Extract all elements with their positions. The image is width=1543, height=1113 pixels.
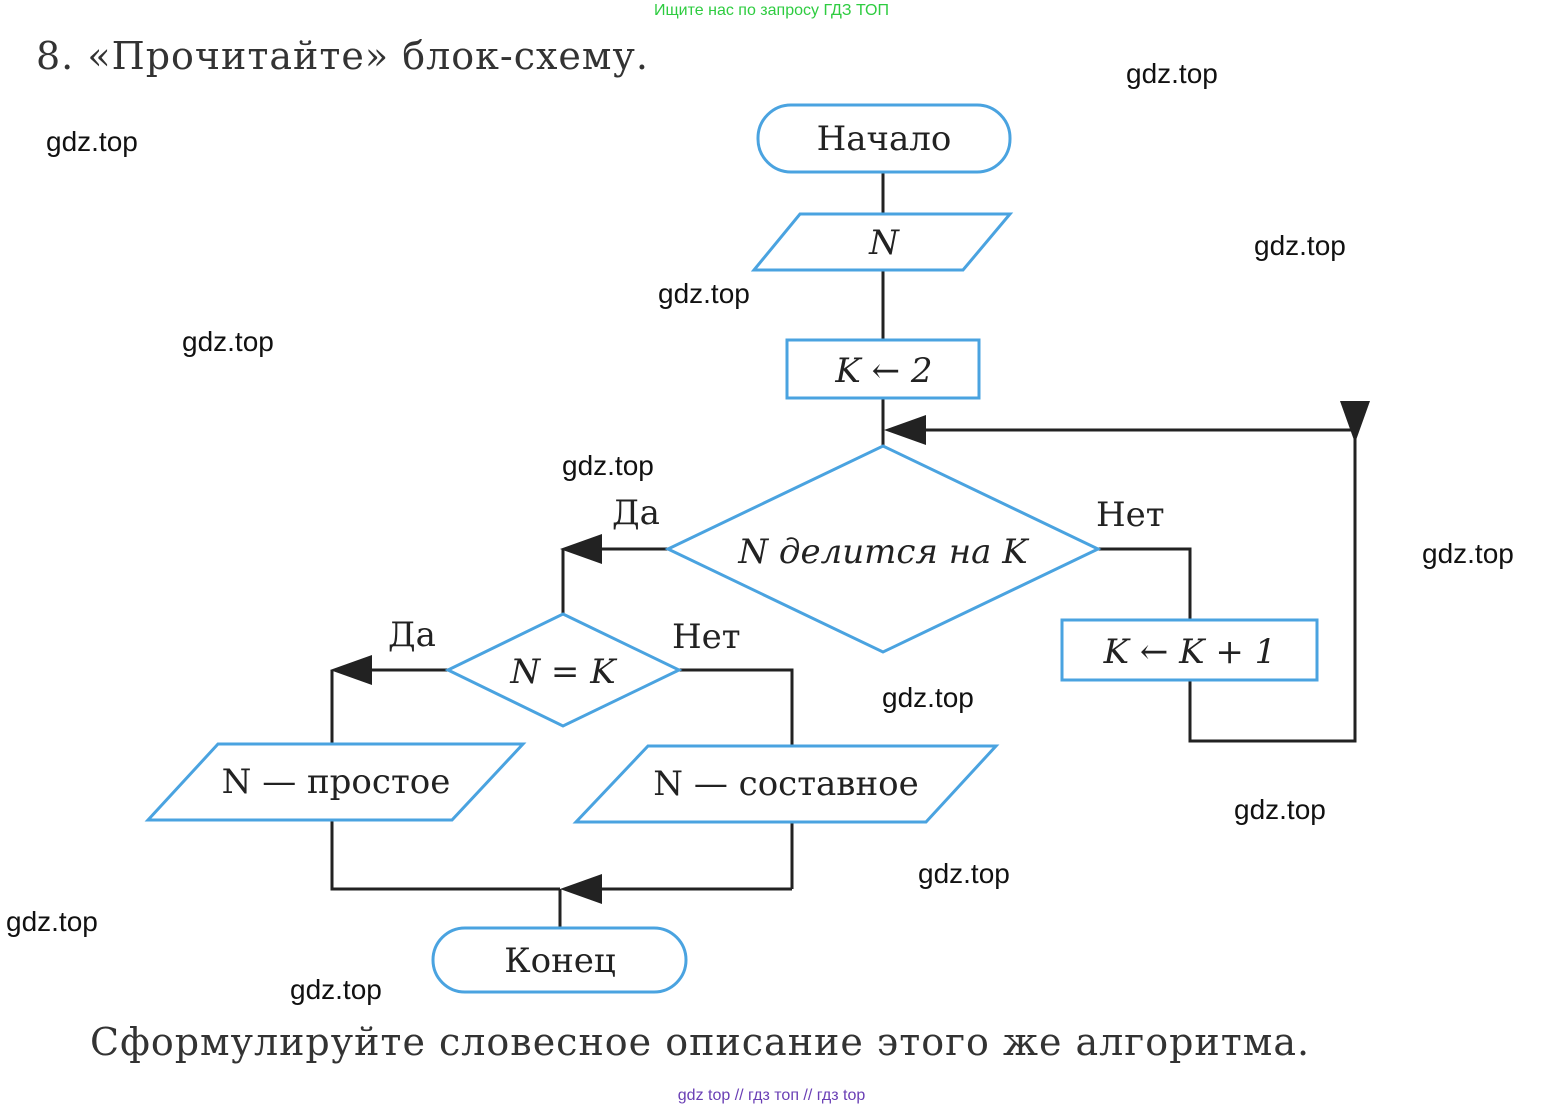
no-label-main: Нет [1096, 495, 1165, 535]
yes-label-eq: Да [388, 615, 436, 655]
top-banner[interactable]: Ищите нас по запросу ГДЗ ТОП [654, 2, 889, 19]
yes-label-main: Да [612, 493, 660, 533]
no-label-eq: Нет [672, 617, 741, 657]
watermark: gdz.top [1234, 794, 1326, 825]
footer-links[interactable]: gdz top // гдз топ // гдз top [677, 1087, 866, 1104]
output-prime-label: N — простое [222, 762, 451, 802]
question-text: Сформулируйте словесное описание этого ж… [90, 1020, 1311, 1064]
decision-divisible-label: N делится на K [737, 532, 1030, 572]
output-composite [572, 744, 1000, 824]
watermark: gdz.top [182, 326, 274, 357]
watermark: gdz.top [6, 906, 98, 937]
watermark: gdz.top [658, 278, 750, 309]
output-composite-label: N — составное [653, 764, 918, 804]
watermark: gdz.top [1254, 230, 1346, 261]
output-prime [144, 742, 527, 822]
watermark: gdz.top [562, 450, 654, 481]
end-label: Конец [504, 941, 615, 981]
start-label: Начало [817, 119, 952, 159]
input-parallelogram [750, 212, 1014, 272]
watermark: gdz.top [918, 858, 1010, 889]
connectors [330, 172, 1370, 928]
init-label: K ← 2 [834, 351, 932, 391]
watermark: gdz.top [882, 682, 974, 713]
decision-divisible [664, 444, 1102, 654]
task-heading: 8. «Прочитайте» блок-схему. [36, 34, 649, 78]
increment-label: K ← K + 1 [1103, 632, 1277, 672]
watermark: gdz.top [1126, 58, 1218, 89]
input-label: N [868, 223, 900, 263]
increment-process [1060, 618, 1319, 682]
watermark: gdz.top [46, 126, 138, 157]
decision-equal [444, 612, 683, 728]
init-process [785, 338, 981, 400]
decision-equal-label: N = K [509, 652, 618, 692]
watermark: gdz.top [1422, 538, 1514, 569]
start-terminator [756, 103, 1012, 174]
watermark: gdz.top [290, 974, 382, 1005]
end-terminator [431, 926, 688, 994]
